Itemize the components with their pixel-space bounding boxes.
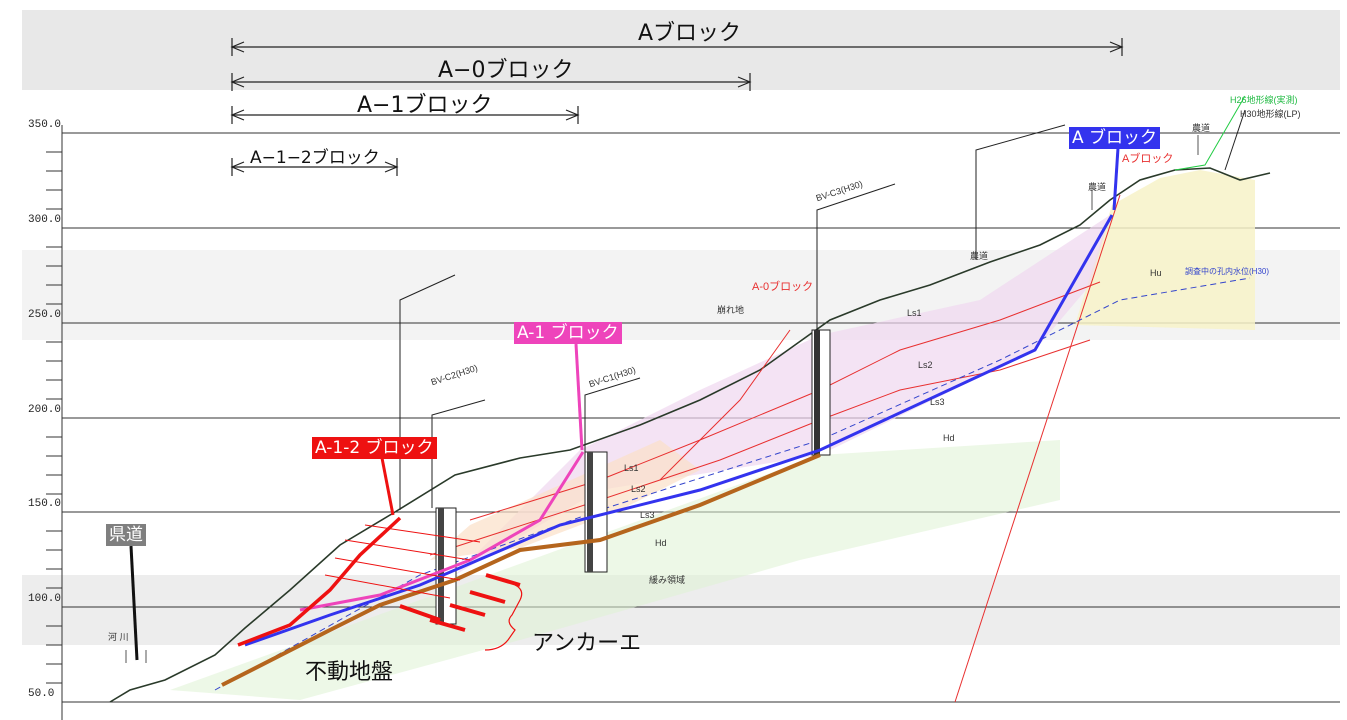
anchor-work-label: アンカーエ: [532, 631, 642, 656]
farm-road-label: 農道: [1088, 182, 1107, 192]
h30-line-label: H30地形線(LP): [1240, 109, 1301, 119]
anchor-bars: [399, 573, 521, 632]
layer-ls3-lower: Ls3: [640, 510, 655, 520]
anchor-hatch: [324, 524, 481, 599]
groundwater-label: 調査中の孔内水位(H30): [1185, 267, 1270, 276]
a-block-tag: A ブロック: [1069, 127, 1161, 149]
hd-zone: [170, 440, 1060, 700]
hu-zone: [1075, 170, 1255, 330]
h26-line-label: H26地形線(実測): [1230, 95, 1298, 105]
block-extent-arrows: [230, 38, 1124, 176]
layer-ls1-upper: Ls1: [907, 308, 922, 318]
a12-block-slip-surface: [237, 516, 402, 647]
road-markers: [125, 135, 1199, 663]
header-a12-block-label: A−1−2ブロック: [250, 148, 380, 168]
boring-leaders: [399, 124, 1066, 510]
header-a0-block-label: A−0ブロック: [438, 58, 574, 83]
prefectural-road-tag: 県道: [106, 524, 146, 546]
elevation-label: 250.0: [28, 309, 62, 321]
anchor-bracket: [484, 584, 523, 651]
layer-hd-mid: Hd: [943, 433, 955, 443]
layer-ls3-upper: Ls3: [930, 397, 945, 407]
elevation-label: 100.0: [28, 593, 62, 605]
elevation-label: 200.0: [28, 404, 62, 416]
elevation-label: 150.0: [28, 498, 62, 510]
farm-road-label: 農道: [1192, 123, 1211, 133]
elevation-axis: [46, 125, 63, 720]
stable-ground-line: [221, 453, 821, 687]
h30-terrain-line: [1224, 109, 1246, 171]
h26-terrain-line: [1174, 95, 1246, 171]
stable-ground-label: 不動地盤: [305, 660, 394, 685]
header-banner: [22, 10, 1340, 90]
header-a-block-label: Aブロック: [638, 21, 742, 46]
elevation-label: 300.0: [28, 214, 62, 226]
tag-pointers: [129, 147, 1120, 661]
a0-block-red-label: A-0ブロック: [752, 281, 814, 293]
layer-ls2-upper: Ls2: [918, 360, 933, 370]
layer-ls1-lower: Ls1: [624, 463, 639, 473]
loose-zone-label: 緩み領域: [649, 575, 686, 585]
a-block-red-label: Aブロック: [1122, 153, 1174, 165]
layer-ls2-lower: Ls2: [631, 484, 646, 494]
layer-hd-lower: Hd: [655, 538, 667, 548]
river-label: 河 川: [108, 632, 129, 642]
collapse-label: 崩れ地: [717, 305, 745, 315]
layer-hu: Hu: [1150, 268, 1162, 278]
ground-surface: [109, 167, 1271, 703]
elevation-label: 350.0: [28, 119, 62, 131]
a1-block-tag: A-1 ブロック: [514, 322, 622, 344]
a12-block-tag: A-1-2 ブロック: [312, 437, 437, 459]
header-a1-block-label: A−1ブロック: [357, 93, 493, 118]
orange-zone: [430, 440, 700, 560]
a-block-slip-surface: [244, 214, 1114, 647]
elevation-label: 50.0: [28, 688, 55, 700]
groundwater-line: [214, 277, 1251, 691]
farm-road-label: 農道: [970, 251, 989, 261]
